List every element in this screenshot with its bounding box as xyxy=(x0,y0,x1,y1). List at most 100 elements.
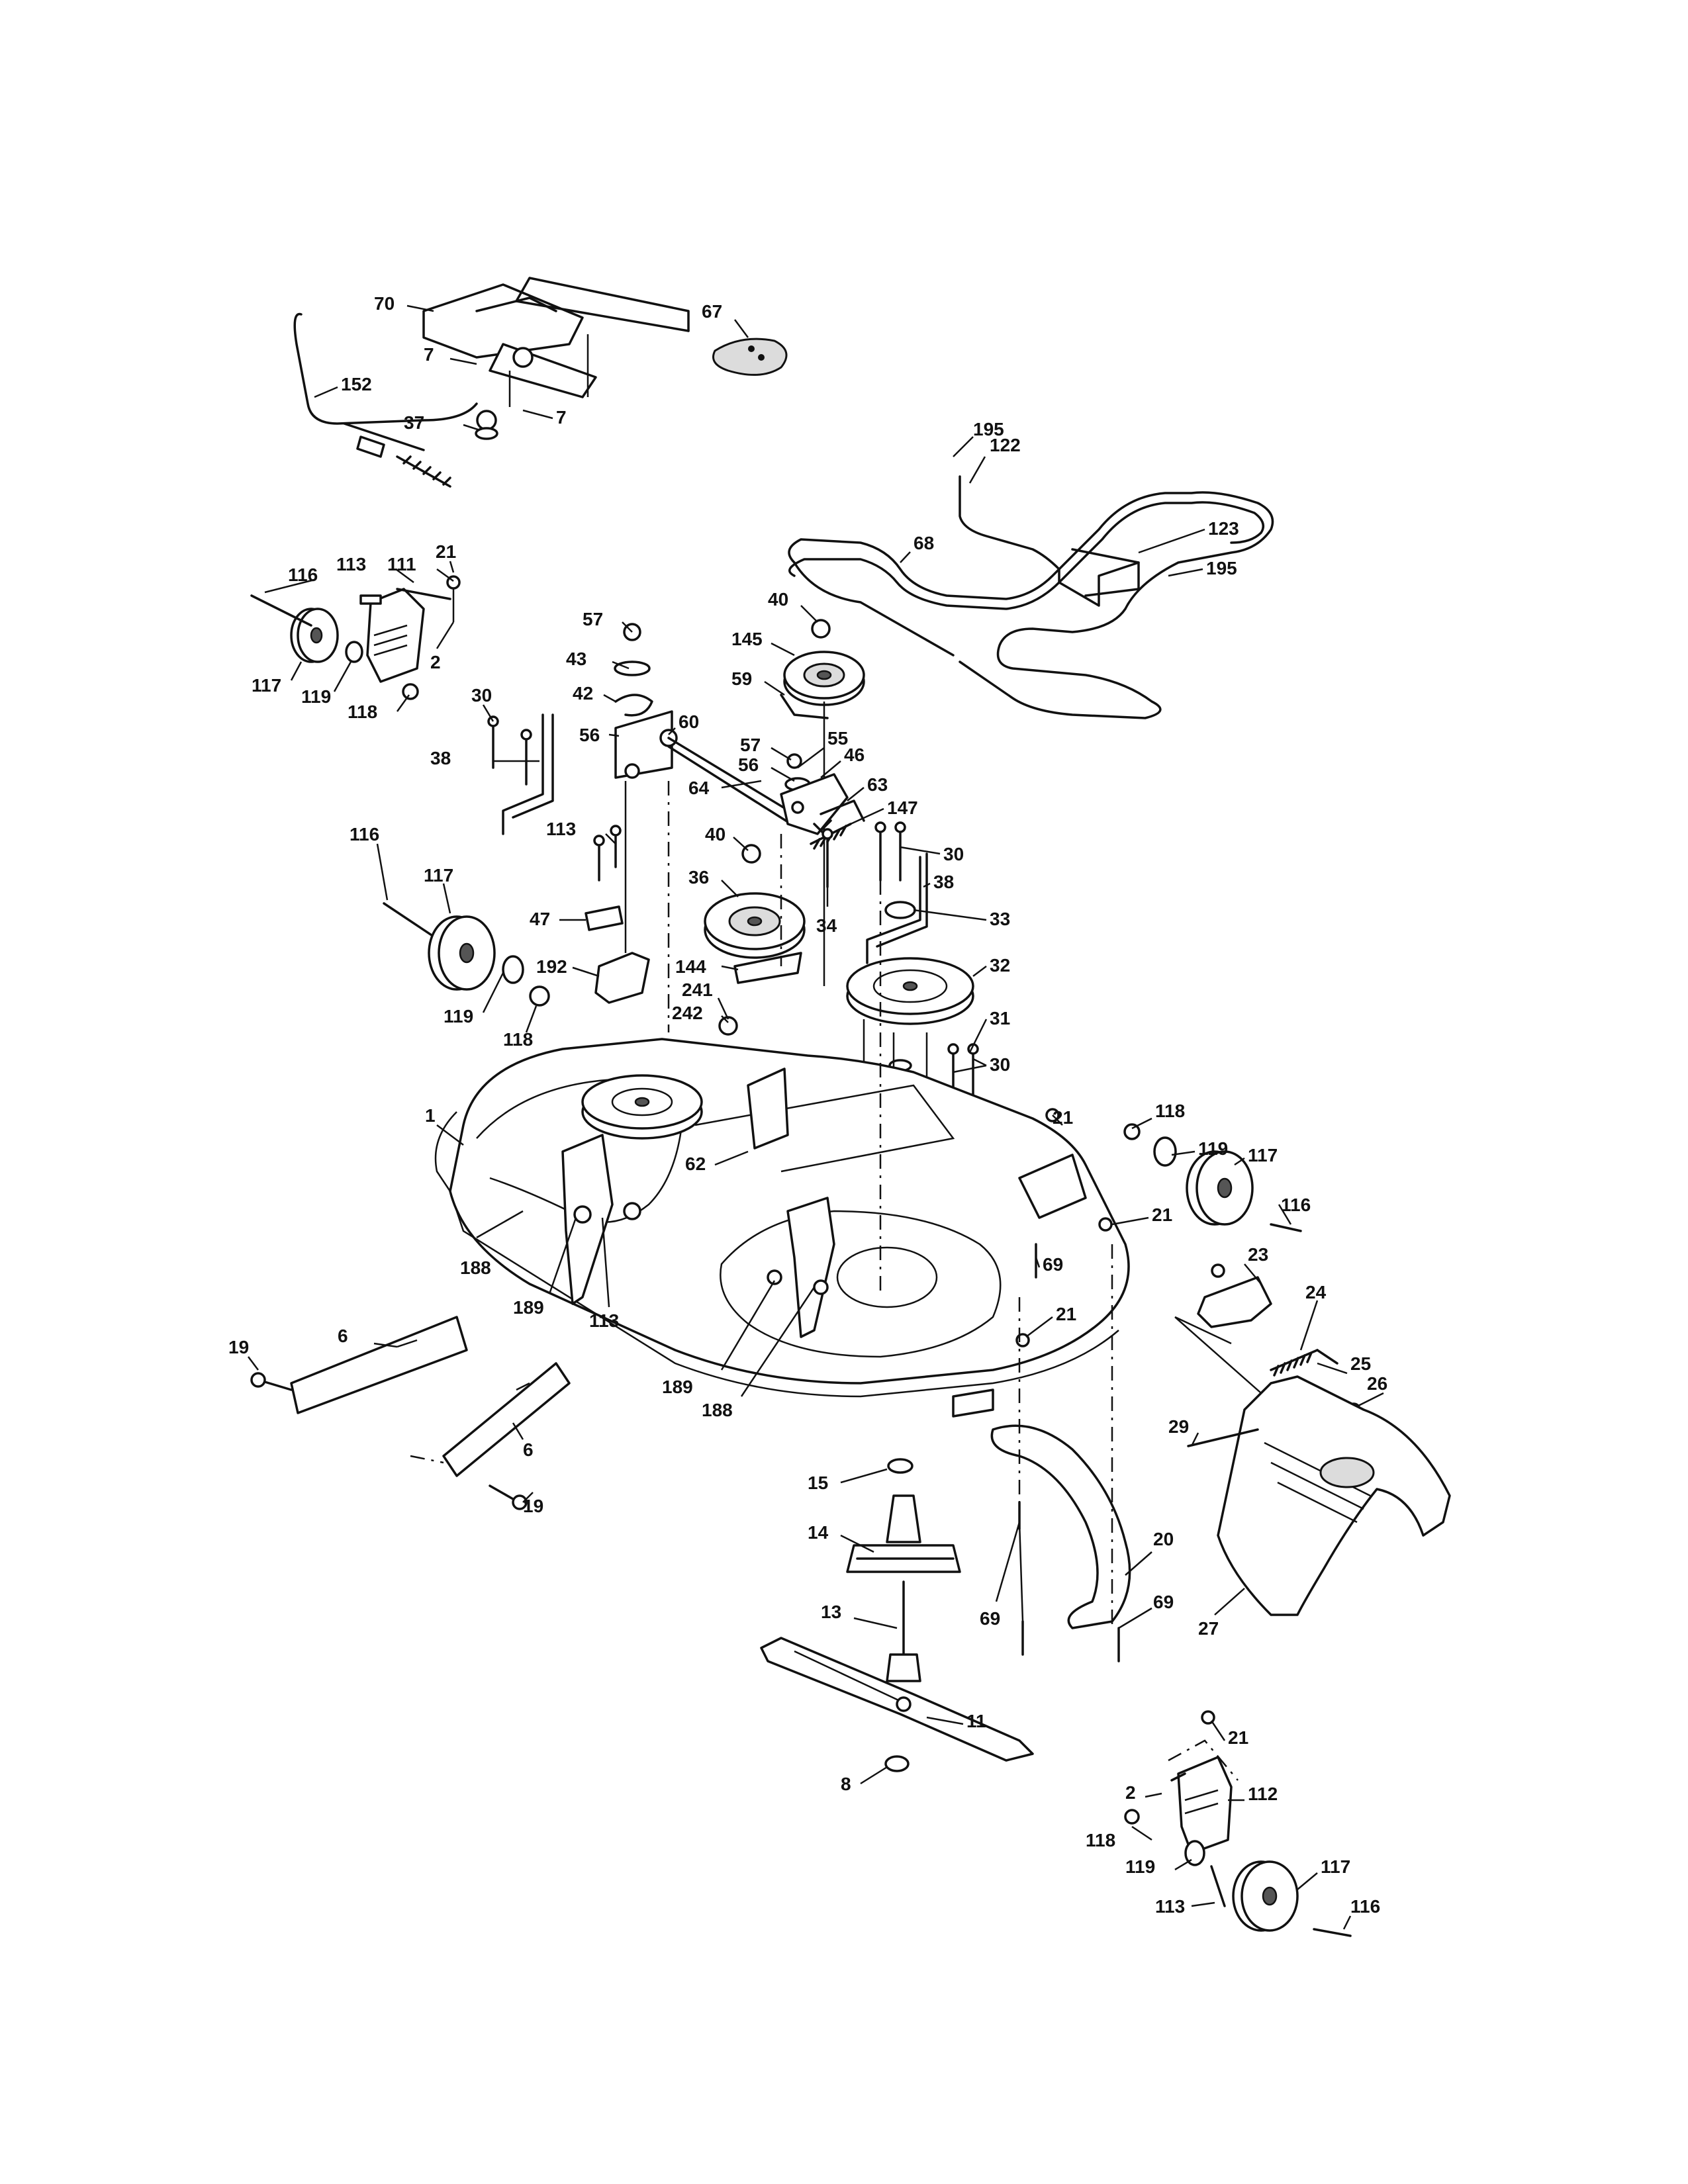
callout-189: 189 xyxy=(513,1297,544,1318)
callout-7: 7 xyxy=(556,407,567,428)
callout-118: 118 xyxy=(348,702,377,722)
callout-111: 111 xyxy=(387,554,416,574)
callout-8: 8 xyxy=(841,1774,851,1794)
callout-32: 32 xyxy=(990,955,1010,976)
callout-118: 118 xyxy=(1155,1101,1185,1121)
callout-195: 195 xyxy=(1206,558,1237,578)
callout-116: 116 xyxy=(350,824,379,844)
callout-117: 117 xyxy=(252,675,281,696)
callout-46: 46 xyxy=(844,745,865,765)
callout-242: 242 xyxy=(672,1003,703,1023)
discharge-chute xyxy=(1187,1375,1451,1616)
callout-2: 2 xyxy=(1125,1782,1136,1803)
callout-57: 57 xyxy=(583,609,603,629)
idler-pulley-145 xyxy=(780,619,865,986)
lift-handle-knob xyxy=(712,338,788,376)
assembly-guide-lines xyxy=(667,781,1239,1781)
mounting-bolts-left xyxy=(487,713,650,1004)
callout-38: 38 xyxy=(430,748,451,768)
callout-1: 1 xyxy=(425,1105,436,1126)
callout-14: 14 xyxy=(808,1522,829,1543)
callout-69: 69 xyxy=(980,1608,1000,1629)
front-link-arms xyxy=(250,1316,571,1510)
callout-62: 62 xyxy=(685,1154,706,1174)
idler-arm-assembly xyxy=(614,623,796,953)
callout-15: 15 xyxy=(808,1473,828,1493)
callout-7: 7 xyxy=(424,344,434,365)
callout-20: 20 xyxy=(1153,1529,1174,1549)
callout-119: 119 xyxy=(444,1006,473,1026)
callout-38: 38 xyxy=(933,872,954,892)
deck-pulley-36 xyxy=(704,844,806,984)
callout-122: 122 xyxy=(990,435,1021,455)
callout-145: 145 xyxy=(731,629,763,649)
callout-57: 57 xyxy=(740,735,761,755)
callout-37: 37 xyxy=(404,412,424,433)
spindle-pulley-32 xyxy=(846,901,974,1317)
spindle-assembly xyxy=(846,1458,961,1682)
callout-19: 19 xyxy=(228,1337,249,1357)
callout-26: 26 xyxy=(1367,1373,1387,1394)
callout-144: 144 xyxy=(675,956,706,977)
callout-30: 30 xyxy=(943,844,964,864)
callout-68: 68 xyxy=(914,533,934,553)
callout-31: 31 xyxy=(990,1008,1010,1028)
callout-60: 60 xyxy=(679,711,699,732)
callout-59: 59 xyxy=(731,668,752,689)
callout-123: 123 xyxy=(1208,518,1239,539)
callout-118: 118 xyxy=(503,1029,533,1050)
callout-6: 6 xyxy=(338,1326,348,1346)
callout-40: 40 xyxy=(768,589,788,610)
callout-30: 30 xyxy=(471,685,492,705)
callout-112: 112 xyxy=(1248,1784,1278,1804)
callout-189: 189 xyxy=(662,1377,693,1397)
callout-113: 113 xyxy=(546,819,576,839)
callout-63: 63 xyxy=(867,774,888,795)
callout-21: 21 xyxy=(1228,1727,1248,1748)
callout-27: 27 xyxy=(1198,1618,1219,1639)
callout-69: 69 xyxy=(1153,1592,1174,1612)
callout-leaders xyxy=(248,304,1384,1930)
callout-116: 116 xyxy=(1281,1195,1311,1215)
callout-13: 13 xyxy=(821,1602,841,1622)
belt-guide-bar xyxy=(959,475,1140,607)
callout-192: 192 xyxy=(536,956,567,977)
callout-113: 113 xyxy=(1155,1896,1185,1917)
callout-36: 36 xyxy=(688,867,709,887)
callout-69: 69 xyxy=(1043,1254,1063,1275)
callout-21: 21 xyxy=(436,541,456,562)
callout-117: 117 xyxy=(424,865,453,886)
lift-lever-assembly xyxy=(293,277,690,488)
callout-113: 113 xyxy=(589,1310,619,1331)
callout-25: 25 xyxy=(1350,1353,1371,1374)
callout-70: 70 xyxy=(374,293,395,314)
callout-34: 34 xyxy=(816,915,837,936)
callout-116: 116 xyxy=(1350,1896,1380,1917)
callout-188: 188 xyxy=(460,1257,491,1278)
callout-56: 56 xyxy=(738,754,759,775)
callout-19: 19 xyxy=(523,1496,543,1516)
callout-147: 147 xyxy=(887,797,918,818)
callout-119: 119 xyxy=(1125,1856,1155,1877)
callout-55: 55 xyxy=(827,728,848,749)
callout-21: 21 xyxy=(1056,1304,1076,1324)
callout-labels: 70 67 7 7 152 37 195 122 123 195 68 21 1… xyxy=(228,293,1387,1917)
callout-188: 188 xyxy=(702,1400,733,1420)
callout-33: 33 xyxy=(990,909,1010,929)
idler-bracket-46 xyxy=(780,753,865,850)
callout-23: 23 xyxy=(1248,1244,1268,1265)
callout-2: 2 xyxy=(430,652,441,672)
callout-119: 119 xyxy=(301,686,331,707)
callout-24: 24 xyxy=(1305,1282,1327,1302)
callout-113: 113 xyxy=(336,554,366,574)
callout-29: 29 xyxy=(1168,1416,1189,1437)
mower-deck-housing xyxy=(434,1016,1130,1418)
callout-21: 21 xyxy=(1152,1205,1172,1225)
callout-21: 21 xyxy=(1053,1107,1073,1128)
callout-56: 56 xyxy=(579,725,600,745)
callout-241: 241 xyxy=(682,979,713,1000)
rear-left-wheel-assembly xyxy=(383,902,550,1007)
mower-blade xyxy=(760,1637,1034,1772)
callout-64: 64 xyxy=(688,778,710,798)
